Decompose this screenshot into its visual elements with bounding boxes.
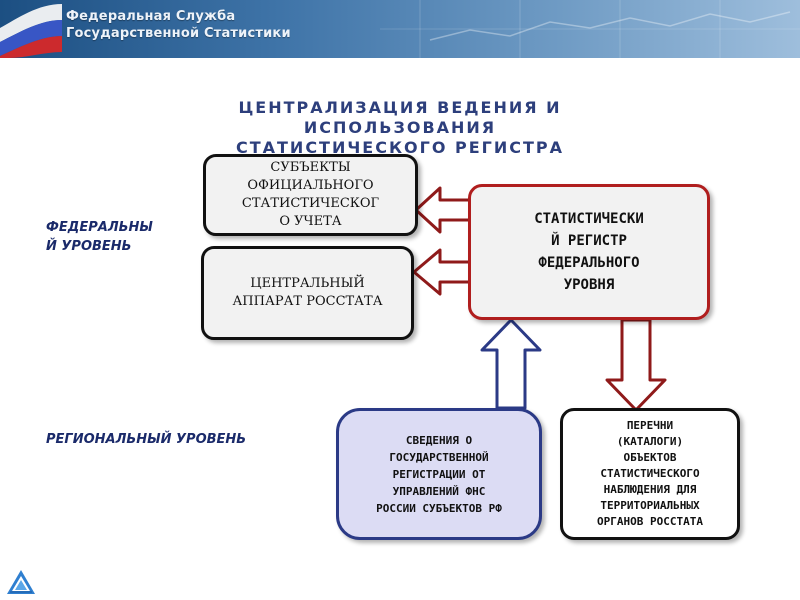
node-register-line3: ФЕДЕРАЛЬНОГО (538, 255, 640, 271)
node-central-line1: ЦЕНТРАЛЬНЫЙ (250, 276, 365, 291)
arrow-fns-to-register (480, 318, 542, 410)
node-fns-line2: ГОСУДАРСТВЕННОЙ (389, 450, 489, 464)
node-register-line1: СТАТИСТИЧЕСКИ (534, 211, 644, 227)
arrow-register-to-lists (605, 318, 667, 412)
node-central: ЦЕНТРАЛЬНЫЙ АППАРАТ РОССТАТА (201, 246, 414, 340)
russian-flag-graphic (0, 0, 800, 58)
node-fns-line1: СВЕДЕНИЯ О (405, 433, 473, 447)
slide-title: ЦЕНТРАЛИЗАЦИЯ ВЕДЕНИЯ И ИСПОЛЬЗОВАНИЯ СТ… (200, 98, 600, 160)
node-central-line2: АППАРАТ РОССТАТА (232, 294, 383, 309)
node-fns-line5: РОССИИ СУБЪЕКТОВ РФ (376, 501, 502, 515)
node-subjects: СУБЪЕКТЫ ОФИЦИАЛЬНОГО СТАТИСТИЧЕСКОГ О У… (203, 154, 418, 236)
node-subjects-line3: СТАТИСТИЧЕСКОГ (241, 196, 380, 211)
federal-level-label-line2: Й УРОВЕНЬ (46, 239, 132, 254)
node-lists-line3: ОБЪЕКТОВ (623, 451, 677, 464)
node-subjects-line2: ОФИЦИАЛЬНОГО (247, 178, 374, 193)
header-banner: Федеральная Служба Государственной Стати… (0, 0, 800, 58)
header-title-line1: Федеральная Служба (66, 9, 236, 24)
node-fns-line4: УПРАВЛЕНИЙ ФНС (392, 484, 486, 498)
node-lists-line7: ОРГАНОВ РОССТАТА (597, 515, 703, 528)
rosstat-logo-icon (7, 570, 35, 594)
slide-title-line1: ЦЕНТРАЛИЗАЦИЯ ВЕДЕНИЯ И (238, 98, 562, 117)
node-subjects-line1: СУБЪЕКТЫ (270, 160, 351, 175)
node-lists: ПЕРЕЧНИ (КАТАЛОГИ) ОБЪЕКТОВ СТАТИСТИЧЕСК… (560, 408, 740, 540)
node-lists-line6: ТЕРРИТОРИАЛЬНЫХ (600, 499, 700, 512)
node-lists-line5: НАБЛЮДЕНИЯ ДЛЯ (603, 483, 697, 496)
node-lists-line1: ПЕРЕЧНИ (626, 419, 674, 432)
header-title-line2: Государственной Статистики (66, 26, 291, 41)
header-title: Федеральная Служба Государственной Стати… (66, 8, 291, 42)
federal-level-label: ФЕДЕРАЛЬНЫ Й УРОВЕНЬ (46, 218, 153, 256)
node-register-line2: Й РЕГИСТР (551, 233, 627, 249)
node-subjects-line4: О УЧЕТА (279, 214, 342, 229)
node-fns: СВЕДЕНИЯ О ГОСУДАРСТВЕННОЙ РЕГИСТРАЦИИ О… (336, 408, 542, 540)
node-fns-line3: РЕГИСТРАЦИИ ОТ (392, 467, 486, 481)
slide-title-line3: СТАТИСТИЧЕСКОГО РЕГИСТРА (235, 138, 565, 157)
node-lists-line4: СТАТИСТИЧЕСКОГО (600, 467, 700, 480)
slide-title-line2: ИСПОЛЬЗОВАНИЯ (303, 118, 497, 137)
arrow-register-to-subjects (414, 186, 472, 234)
node-register: СТАТИСТИЧЕСКИ Й РЕГИСТР ФЕДЕРАЛЬНОГО УРО… (468, 184, 710, 320)
arrow-register-to-central (412, 248, 472, 296)
node-register-line4: УРОВНЯ (563, 277, 615, 293)
regional-level-label: РЕГИОНАЛЬНЫЙ УРОВЕНЬ (46, 432, 247, 447)
federal-level-label-line1: ФЕДЕРАЛЬНЫ (46, 220, 153, 235)
node-lists-line2: (КАТАЛОГИ) (616, 435, 684, 448)
